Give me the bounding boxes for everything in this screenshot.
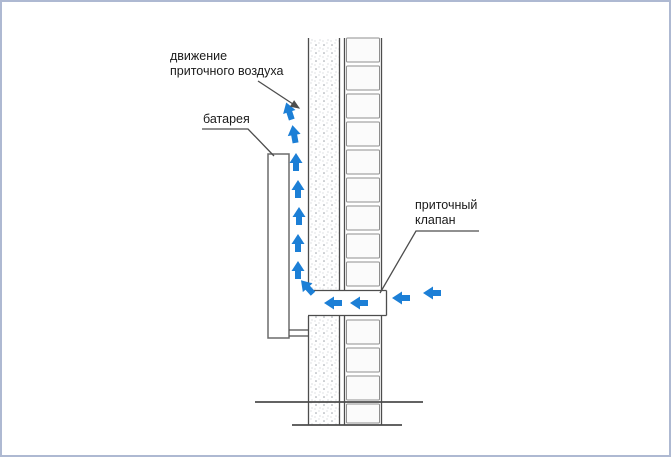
air-movement-label-line2: приточного воздуха [170, 64, 284, 78]
brick-wall-layer [343, 37, 383, 425]
supply-valve-label-line1: приточный [415, 198, 478, 212]
radiator-bracket [289, 329, 308, 337]
air-flow-arrow-icon [280, 100, 298, 122]
wall-plaster-layer [307, 38, 341, 425]
air-flow-arrow-icon [291, 261, 305, 279]
valve-leader [379, 230, 479, 294]
air-flow-arrow-icon [423, 286, 441, 300]
air-flow-arrow-icon [289, 153, 303, 171]
supply-valve-channel [308, 289, 388, 317]
supply-valve-label-line2: клапан [415, 213, 456, 227]
radiator [267, 153, 308, 339]
radiator-label-text: батарея [203, 112, 250, 126]
air-flow-arrow-icon [286, 124, 302, 144]
air-flow-arrow-icon [292, 207, 306, 225]
radiator-label: батарея [203, 112, 250, 127]
air-movement-leader [257, 80, 301, 109]
air-flow-arrow-icon [291, 234, 305, 252]
radiator-leader [202, 128, 275, 157]
air-movement-label-line1: движение [170, 49, 228, 63]
floor [255, 401, 423, 426]
air-flow-arrow-icon [291, 180, 305, 198]
leader-lines [202, 80, 479, 294]
air-flow-arrow-icon [392, 291, 410, 305]
supply-valve-label: приточный клапан [415, 198, 477, 228]
air-movement-label: движение приточного воздуха [170, 49, 283, 79]
